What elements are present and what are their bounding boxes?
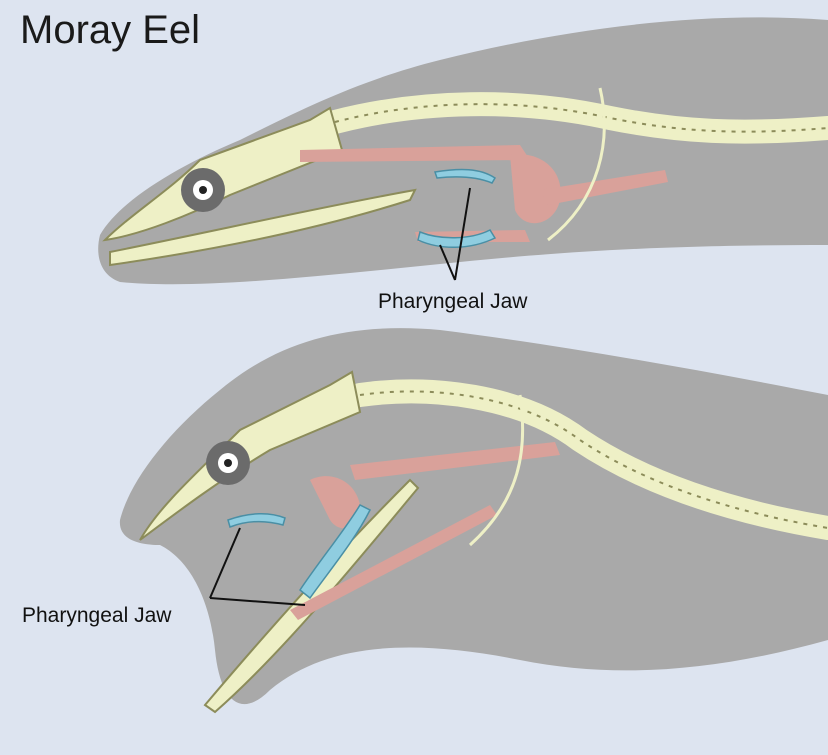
- bottom-pointer-1: [209, 527, 241, 599]
- top-pharyngeal-lower: [417, 229, 497, 248]
- bottom-pharyngeal-upper: [227, 513, 286, 528]
- top-muscle-1: [300, 145, 530, 162]
- top-muscle-3: [540, 170, 668, 205]
- bottom-fold: [468, 394, 525, 547]
- top-muscle-2: [510, 154, 561, 224]
- bottom-eel: [119, 328, 828, 714]
- diagram-title: Moray Eel: [20, 8, 201, 52]
- bottom-pupil: [224, 459, 232, 467]
- top-pupil: [199, 186, 207, 194]
- top-lower-jaw: [109, 188, 417, 267]
- top-pointer-1: [454, 187, 471, 281]
- top-eel: [98, 17, 828, 285]
- bottom-spine-outline: [359, 390, 828, 529]
- top-pointer-2: [439, 244, 456, 281]
- bottom-pharyngeal-lower: [298, 504, 372, 600]
- top-fold: [547, 87, 606, 242]
- bottom-pharyngeal-jaw-label: Pharyngeal Jaw: [22, 604, 172, 627]
- top-skull: [102, 106, 344, 242]
- bottom-muscle-2: [350, 442, 560, 480]
- top-pharyngeal-jaw-label: Pharyngeal Jaw: [378, 290, 528, 313]
- bottom-skull: [139, 370, 362, 541]
- bottom-muscle-3: [290, 505, 497, 620]
- bottom-pointer-2: [209, 597, 306, 606]
- top-spine: [323, 92, 828, 144]
- bottom-muscle-1: [310, 476, 361, 529]
- top-pharyngeal-upper: [434, 168, 497, 184]
